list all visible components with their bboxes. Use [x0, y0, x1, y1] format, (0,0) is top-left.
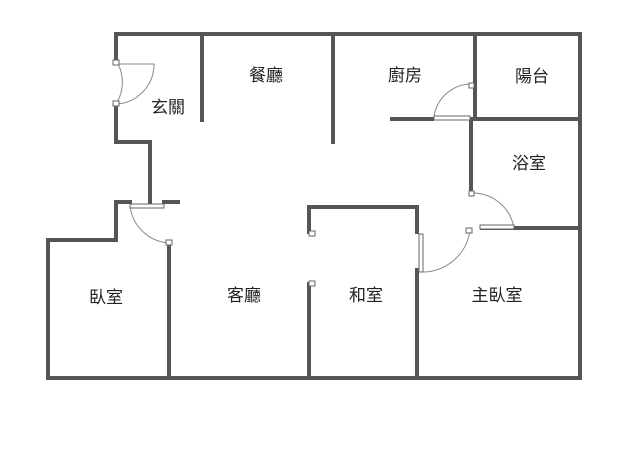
kitchen-door-jamb: [468, 82, 475, 89]
entrance-door-arc: [117, 63, 155, 105]
room-labels: 玄關 餐廳 廚房 陽台 浴室 臥室 客廳 和室 主臥室: [89, 65, 549, 308]
room-label-entrance: 玄關: [151, 98, 185, 118]
kitchen-door-leaf: [433, 115, 471, 121]
japanese-room-jamb-top: [308, 230, 316, 237]
japanese-room-jamb-bottom: [308, 280, 316, 287]
entrance-door-swing: [115, 63, 123, 105]
master-door-leaf: [418, 233, 424, 273]
master-door-jamb: [465, 227, 473, 234]
entrance-door-jamb-top: [112, 59, 120, 66]
room-label-dining: 餐廳: [249, 66, 283, 86]
kitchen-door-arc: [433, 83, 473, 118]
room-label-japanese-room: 和室: [349, 286, 383, 306]
bedroom-door-arc: [129, 205, 171, 244]
room-label-master-bedroom: 主臥室: [472, 286, 523, 306]
bedroom-door-leaf: [129, 203, 165, 209]
closet-wall: [114, 140, 152, 204]
doors: [112, 59, 515, 287]
bathroom-door-arc: [471, 192, 515, 229]
room-label-living: 客廳: [227, 286, 261, 306]
room-label-balcony: 陽台: [515, 67, 549, 87]
outer-wall: [46, 32, 582, 380]
bedroom-door-jamb: [165, 239, 173, 246]
entrance-door-jamb-bottom: [112, 100, 120, 107]
exterior-walls: [46, 32, 582, 380]
master-door-arc: [421, 229, 471, 273]
bathroom-door-jamb: [468, 190, 475, 197]
room-label-bedroom: 臥室: [89, 288, 123, 308]
room-label-bathroom: 浴室: [512, 154, 546, 174]
interior-walls: [114, 32, 582, 380]
bathroom-door-leaf: [479, 224, 515, 230]
room-label-kitchen: 廚房: [388, 65, 422, 86]
